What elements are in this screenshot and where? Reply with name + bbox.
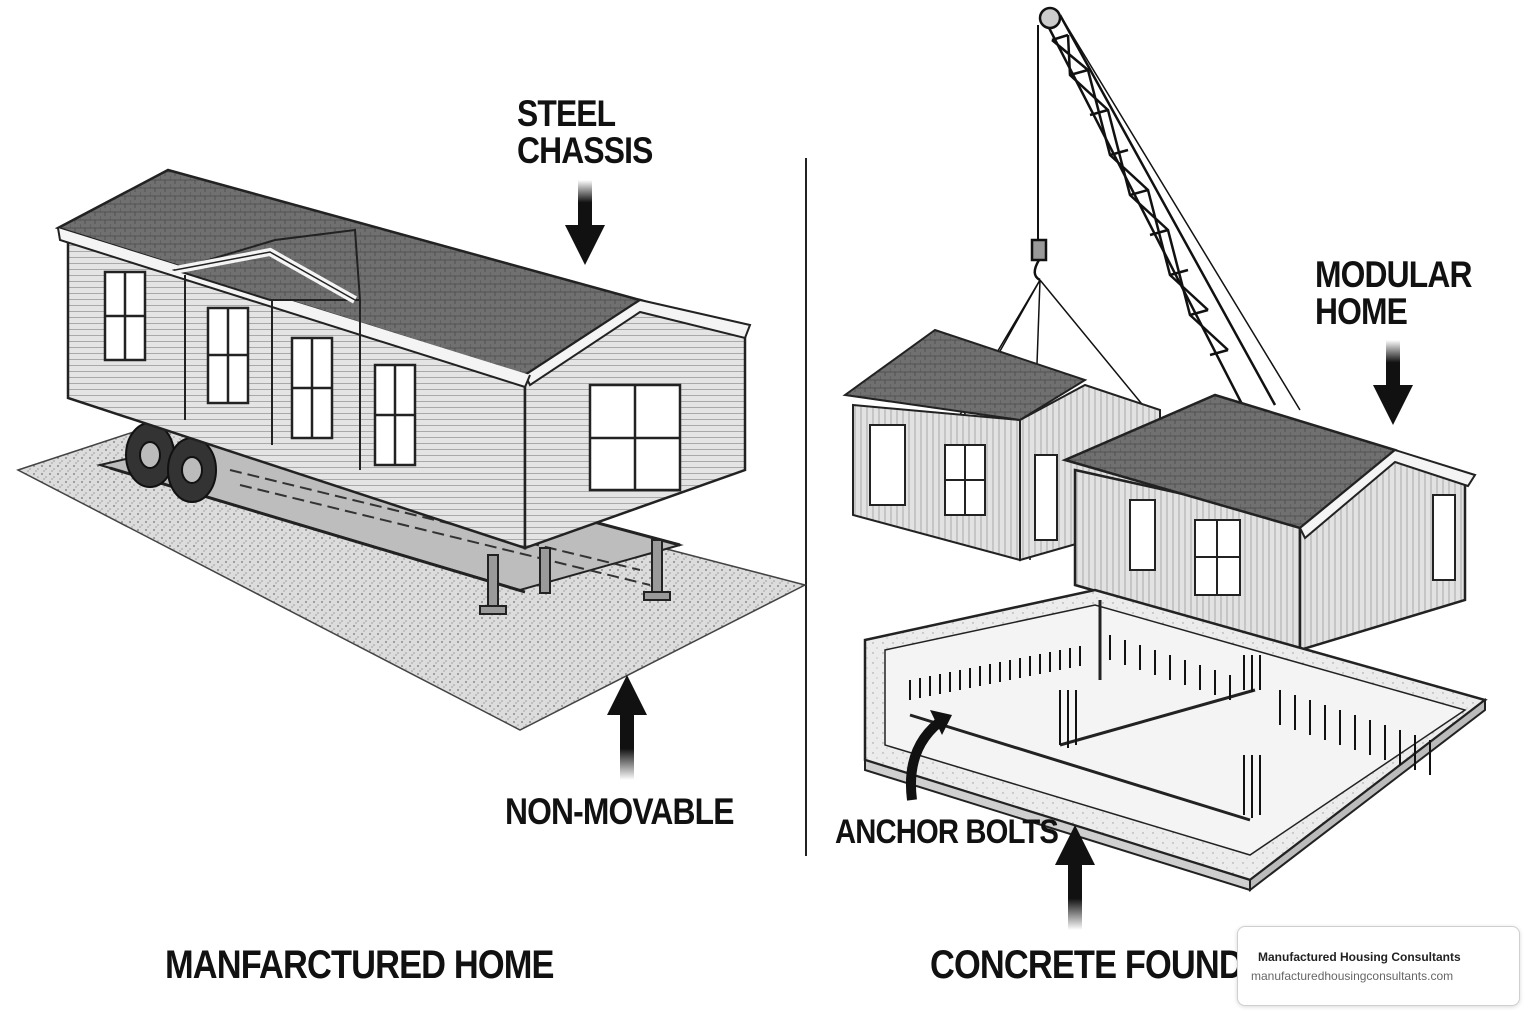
steel-chassis-line-2: CHASSIS [517,130,653,171]
arrow-concrete-foundation [1055,825,1095,930]
watermark-name: Manufactured Housing Consultants [1258,950,1461,964]
non-movable-label: NON-MOVABLE [505,791,734,832]
watermark-url: manufacturedhousingconsultants.com [1251,969,1454,983]
concrete-foundation-label: CONCRETE FOUNDA [930,943,1268,987]
arrow-steel-chassis [565,180,605,265]
manufactured-home-illustration [16,168,808,731]
modular-home-line-1: MODULAR [1315,254,1472,295]
arrow-anchor-bolts [906,710,952,801]
watermark-card: Manufactured Housing Consultants manufac… [1237,926,1520,1006]
front-gable [171,228,362,301]
modular-home-label: MODULAR HOME [1315,256,1472,330]
arrow-non-movable [607,675,647,780]
arrow-modular-home [1373,340,1413,425]
steel-chassis-label: STEEL CHASSIS [517,93,653,171]
home-windows [103,270,682,492]
anchor-bolts-label: ANCHOR BOLTS [835,813,1059,851]
steel-chassis-line-1: STEEL [517,93,616,134]
manufactured-home-label: MANFARCTURED HOME [165,943,554,987]
module-a-roof [842,328,1088,422]
modular-home-illustration [842,6,1488,893]
concrete-foundation [863,588,1488,893]
modular-home-line-2: HOME [1315,291,1408,332]
rebar [909,635,1431,818]
support-piers [479,539,671,615]
